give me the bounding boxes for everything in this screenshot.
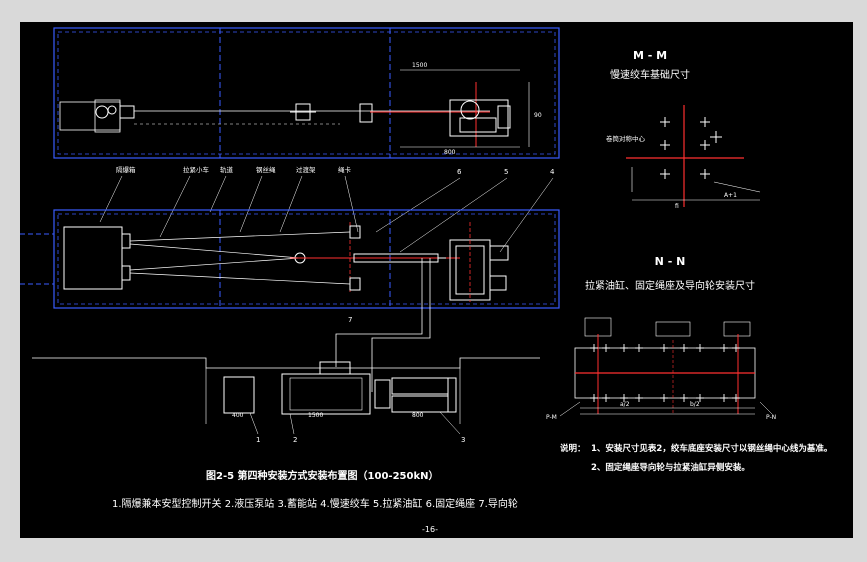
plan-view-top: 1500 800 90 [53,27,560,159]
lower-dim-left: 400 [232,412,244,419]
section-nn-title: N - N [655,255,686,268]
notes: 说明： 1、安装尺寸见表2，绞车底座安装尺寸以钢丝绳中心线为基准。 2、固定绳座… [560,443,832,473]
cad-drawing: 1500 800 90 M - M 慢速绞车基础尺寸 卷筒对称中心 A+1 fi [20,27,832,534]
lower-num-3: 3 [461,436,465,444]
plan-dim-3: 90 [534,112,542,119]
lower-dim-right: 800 [412,412,424,419]
figure-legend: 1.隔爆兼本安型控制开关 2.液压泵站 3.蓄能站 4.慢速绞车 5.拉紧油缸 … [112,497,518,510]
section-nn-a2: a/2 [620,401,630,408]
lower-dim-mid: 1500 [308,412,323,419]
plan-dim-2: 800 [444,149,456,156]
lower-equipment: 400 1500 800 1 2 3 [32,357,540,444]
section-nn-b2: b/2 [690,401,700,408]
section-mm-title: M - M [633,49,667,62]
plan-view-mid: 隔爆箱 拉紧小车 轨道 钢丝绳 过渡架 绳卡 6 5 4 7 [20,165,560,392]
section-mm: M - M 慢速绞车基础尺寸 卷筒对称中心 A+1 fi [606,49,761,210]
notes-line-2: 2、固定绳座导向轮与拉紧油缸异侧安装。 [591,462,750,473]
plan-dim-1: 1500 [412,62,427,69]
callout-4: 过渡架 [296,165,316,174]
lower-num-2: 2 [293,436,297,444]
section-mm-subtitle: 慢速绞车基础尺寸 [610,68,690,81]
num-5: 5 [504,168,508,176]
num-7: 7 [348,316,352,324]
callout-5: 绳卡 [338,165,352,174]
section-nn-pm: P-M [546,414,557,421]
section-mm-fi-label: fi [675,203,679,210]
num-4: 4 [550,168,555,176]
notes-line-1: 1、安装尺寸见表2，绞车底座安装尺寸以钢丝绳中心线为基准。 [591,443,832,454]
lower-num-1: 1 [256,436,260,444]
section-nn-pn: P-N [766,414,776,421]
section-nn: N - N 拉紧油缸、固定绳座及导向轮安装尺寸 [546,255,776,421]
section-mm-axis-label: 卷筒对称中心 [606,134,646,143]
page-number: -16- [422,525,438,534]
num-6: 6 [457,168,462,176]
callout-3: 钢丝绳 [256,165,276,174]
callout-1: 拉紧小车 [183,165,210,174]
section-mm-ai-label: A+1 [724,192,737,199]
callout-0: 隔爆箱 [116,165,136,174]
figure-title: 图2-5 第四种安装方式安装布置图（100-250kN） [206,469,438,482]
callout-2: 轨道 [220,165,234,174]
section-nn-subtitle: 拉紧油缸、固定绳座及导向轮安装尺寸 [585,279,755,292]
notes-heading: 说明： [560,443,586,454]
drawing-frame: 1500 800 90 M - M 慢速绞车基础尺寸 卷筒对称中心 A+1 fi [20,22,853,538]
